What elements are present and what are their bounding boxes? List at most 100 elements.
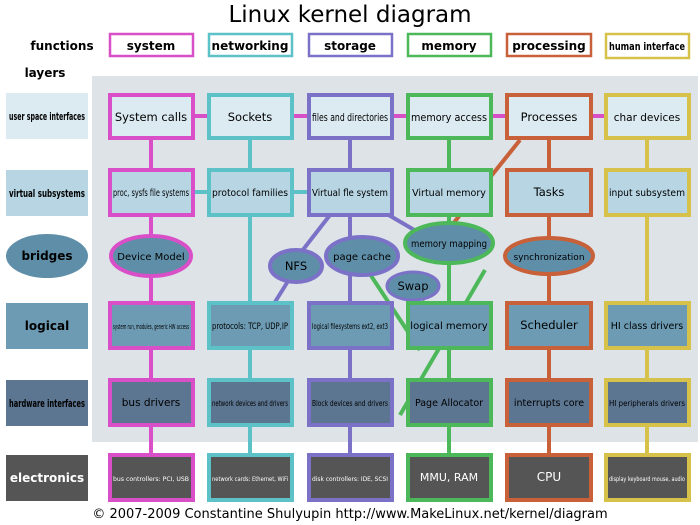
- label-input-subsystem: input subsystem: [609, 188, 685, 199]
- row-logical-box: [6, 303, 88, 349]
- label-network-drivers: network devices and drivers: [212, 399, 288, 408]
- box-files-directories: [307, 93, 394, 140]
- column-header-processing: processing: [512, 39, 586, 53]
- label-char-devices: char devices: [614, 112, 680, 124]
- box-logical-memory: [406, 301, 493, 350]
- label-proc-sysfs: proc, sysfs file systems: [113, 188, 189, 199]
- label-protocol-families: protocol families: [212, 188, 288, 199]
- column-header-networking-box: [207, 32, 294, 58]
- label-sockets: Sockets: [228, 110, 272, 124]
- box-char-devices: [604, 93, 691, 140]
- ellipse-swap: [385, 270, 441, 302]
- label-system-run: system run, modules, generic HW access: [113, 323, 189, 331]
- label-nfs: NFS: [285, 259, 307, 273]
- column-header-memory: memory: [421, 39, 476, 53]
- label-files-directories: files and directories: [312, 112, 388, 124]
- box-logical-fs: [307, 301, 394, 350]
- box-scheduler: [505, 301, 593, 350]
- column-header-system: system: [127, 39, 176, 53]
- box-network-drivers: [207, 378, 294, 427]
- label-processes: Processes: [521, 110, 578, 124]
- ellipse-device-model: [109, 234, 193, 278]
- column-header-networking: networking: [212, 39, 289, 53]
- label-memory-access: memory access: [411, 112, 487, 124]
- ellipse-nfs: [268, 248, 324, 284]
- box-hi-peripherals: [604, 378, 691, 427]
- box-display-input: [604, 453, 691, 502]
- box-processes: [505, 93, 593, 140]
- row-label-logical: logical: [25, 319, 69, 333]
- row-bridges-ellipse: [6, 234, 88, 278]
- box-proc-sysfs: [108, 168, 195, 217]
- column-header-human-interface-box: [604, 32, 691, 60]
- label-cpu: CPU: [537, 470, 561, 484]
- hardware-row: bus drivers network devices and drivers …: [108, 378, 691, 427]
- label-bus-controllers: bus controllers: PCI, USB: [113, 475, 189, 483]
- label-virtual-fs: Virtual fle system: [312, 188, 388, 199]
- box-memory-access: [406, 93, 493, 140]
- row-label-virtual-subsystems: virtual subsystems: [9, 187, 85, 200]
- label-display-input: display keyboard mouse, audio: [609, 475, 685, 483]
- box-system-run: [108, 301, 195, 350]
- box-protocol-families: [207, 168, 294, 217]
- label-swap: Swap: [397, 279, 428, 293]
- layers-label: layers: [25, 66, 66, 80]
- box-page-allocator: [406, 378, 493, 427]
- row-label-hardware-interfaces: hardware interfaces: [9, 397, 85, 410]
- label-logical-fs: logical filesystems ext2, ext3: [312, 322, 388, 331]
- label-network-cards: network cards: Ethernet, WiFi: [212, 475, 288, 483]
- bridges-row: Device Model NFS page cache memory mappi…: [109, 221, 595, 302]
- user-space-row: System calls Sockets files and directori…: [108, 93, 691, 140]
- box-tasks: [505, 168, 593, 217]
- box-virtual-memory: [406, 168, 493, 217]
- box-mmu-ram: [406, 453, 493, 502]
- virtual-row: proc, sysfs file systems protocol famili…: [108, 168, 691, 217]
- functions-label: functions: [30, 39, 93, 53]
- label-system-calls: System calls: [115, 110, 187, 124]
- row-virtual-box: [6, 170, 88, 216]
- row-user-space-box: [6, 93, 88, 139]
- label-page-cache: page cache: [333, 252, 391, 263]
- column-header-memory-box: [406, 32, 493, 58]
- label-hi-peripherals: HI peripherals drivers: [609, 399, 685, 408]
- ellipse-page-cache: [324, 235, 400, 277]
- label-block-devices: Block devices and drivers: [312, 399, 388, 408]
- logical-row: system run, modules, generic HW access p…: [108, 301, 691, 350]
- box-block-devices: [307, 378, 394, 427]
- box-bus-drivers: [108, 378, 195, 427]
- label-interrupts-core: interrupts core: [514, 398, 584, 409]
- label-memory-mapping: memory mapping: [411, 239, 487, 250]
- box-hi-class-drivers: [604, 301, 691, 350]
- label-synchronization: synchronization: [513, 253, 584, 263]
- box-input-subsystem: [604, 168, 691, 217]
- label-page-allocator: Page Allocator: [415, 398, 483, 409]
- label-device-model: Device Model: [117, 252, 184, 263]
- label-virtual-memory: Virtual memory: [412, 188, 486, 199]
- row-label-bridges: bridges: [21, 249, 72, 263]
- box-protocols: [207, 301, 294, 350]
- row-labels: user space interfaces virtual subsystems…: [6, 93, 88, 501]
- label-mmu-ram: MMU, RAM: [420, 471, 478, 484]
- column-headers: system networking storage memory process…: [108, 32, 691, 60]
- label-scheduler: Scheduler: [520, 318, 578, 332]
- label-protocols: protocols: TCP, UDP,IP: [212, 322, 288, 332]
- row-label-user-space-interfaces: user space interfaces: [9, 110, 85, 123]
- footer-copyright: © 2007-2009 Constantine Shulyupin http:/…: [92, 507, 607, 522]
- box-sockets: [207, 93, 294, 140]
- label-disk-controllers: disk controllers: IDE, SCSI: [312, 475, 388, 483]
- column-header-processing-box: [505, 32, 593, 58]
- box-network-cards: [207, 453, 294, 502]
- box-disk-controllers: [307, 453, 394, 502]
- label-bus-drivers: bus drivers: [122, 397, 181, 409]
- row-label-electronics: electronics: [10, 471, 84, 485]
- row-electronics-box: [6, 455, 88, 501]
- ellipse-synchronization: [503, 236, 595, 276]
- box-system-calls: [108, 93, 195, 140]
- label-logical-memory: logical memory: [410, 321, 487, 332]
- label-hi-class-drivers: HI class drivers: [611, 321, 684, 332]
- column-header-human-interface: human interface: [609, 41, 685, 53]
- column-header-storage-box: [307, 32, 394, 58]
- box-cpu: [505, 453, 593, 502]
